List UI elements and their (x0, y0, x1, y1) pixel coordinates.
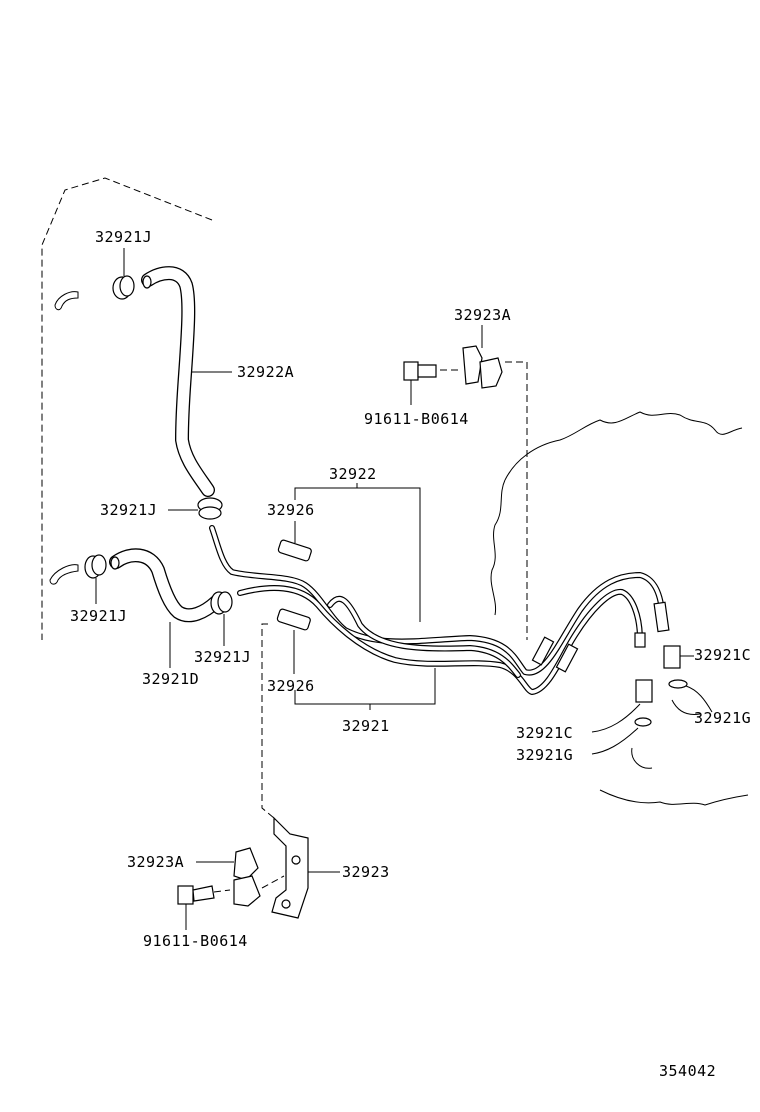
callout-32921 (294, 668, 436, 710)
clamp-32923A-bot (196, 847, 285, 907)
clamp-32921J-top (112, 248, 135, 300)
label-32926-top: 32926 (267, 501, 315, 519)
bolt-91611-bot (177, 885, 231, 930)
label-32922: 32922 (329, 465, 377, 483)
reference-number: 354042 (659, 1062, 716, 1080)
label-32921J-center: 32921J (194, 648, 251, 666)
gasket-32921G-mid (591, 717, 653, 769)
label-32923: 32923 (342, 863, 390, 881)
label-32923A-bot: 32923A (127, 853, 184, 871)
label-32921G-right: 32921G (694, 709, 751, 727)
clamp-32923A-top (440, 325, 528, 640)
fitting-32921C-right (634, 632, 694, 669)
label-32921J-top: 32921J (95, 228, 152, 246)
hose-32921D (109, 548, 223, 668)
label-32926-bot: 32926 (267, 677, 315, 695)
bolt-91611-top (403, 361, 437, 405)
label-32921C-right: 32921C (694, 646, 751, 664)
sleeve-32926-bot (276, 608, 311, 674)
body-outline (41, 177, 213, 640)
transmission-outline (490, 411, 749, 806)
bracket-32923 (261, 623, 340, 919)
sleeve-32926-top (277, 521, 312, 562)
hose-32922A (141, 266, 215, 497)
clamp-32921J-center (210, 591, 233, 646)
clamp-32921J-left (84, 554, 107, 604)
label-32923A-top: 32923A (454, 306, 511, 324)
label-32921J-mid: 32921J (100, 501, 157, 519)
label-32922A: 32922A (237, 363, 294, 381)
hose-ends-left (49, 291, 79, 585)
fitting-32921C-mid (591, 679, 653, 733)
label-32921G-mid: 32921G (516, 746, 573, 764)
label-32921: 32921 (342, 717, 390, 735)
cooler-pipes (209, 525, 670, 695)
label-91611-top: 91611-B0614 (364, 410, 469, 428)
gasket-32921G-right (668, 679, 713, 715)
label-32921D: 32921D (142, 670, 199, 688)
label-32921C-mid: 32921C (516, 724, 573, 742)
label-32921J-left: 32921J (70, 607, 127, 625)
clamp-32921J-mid (168, 497, 223, 520)
callout-32922 (294, 483, 421, 622)
label-91611-bot: 91611-B0614 (143, 932, 248, 950)
